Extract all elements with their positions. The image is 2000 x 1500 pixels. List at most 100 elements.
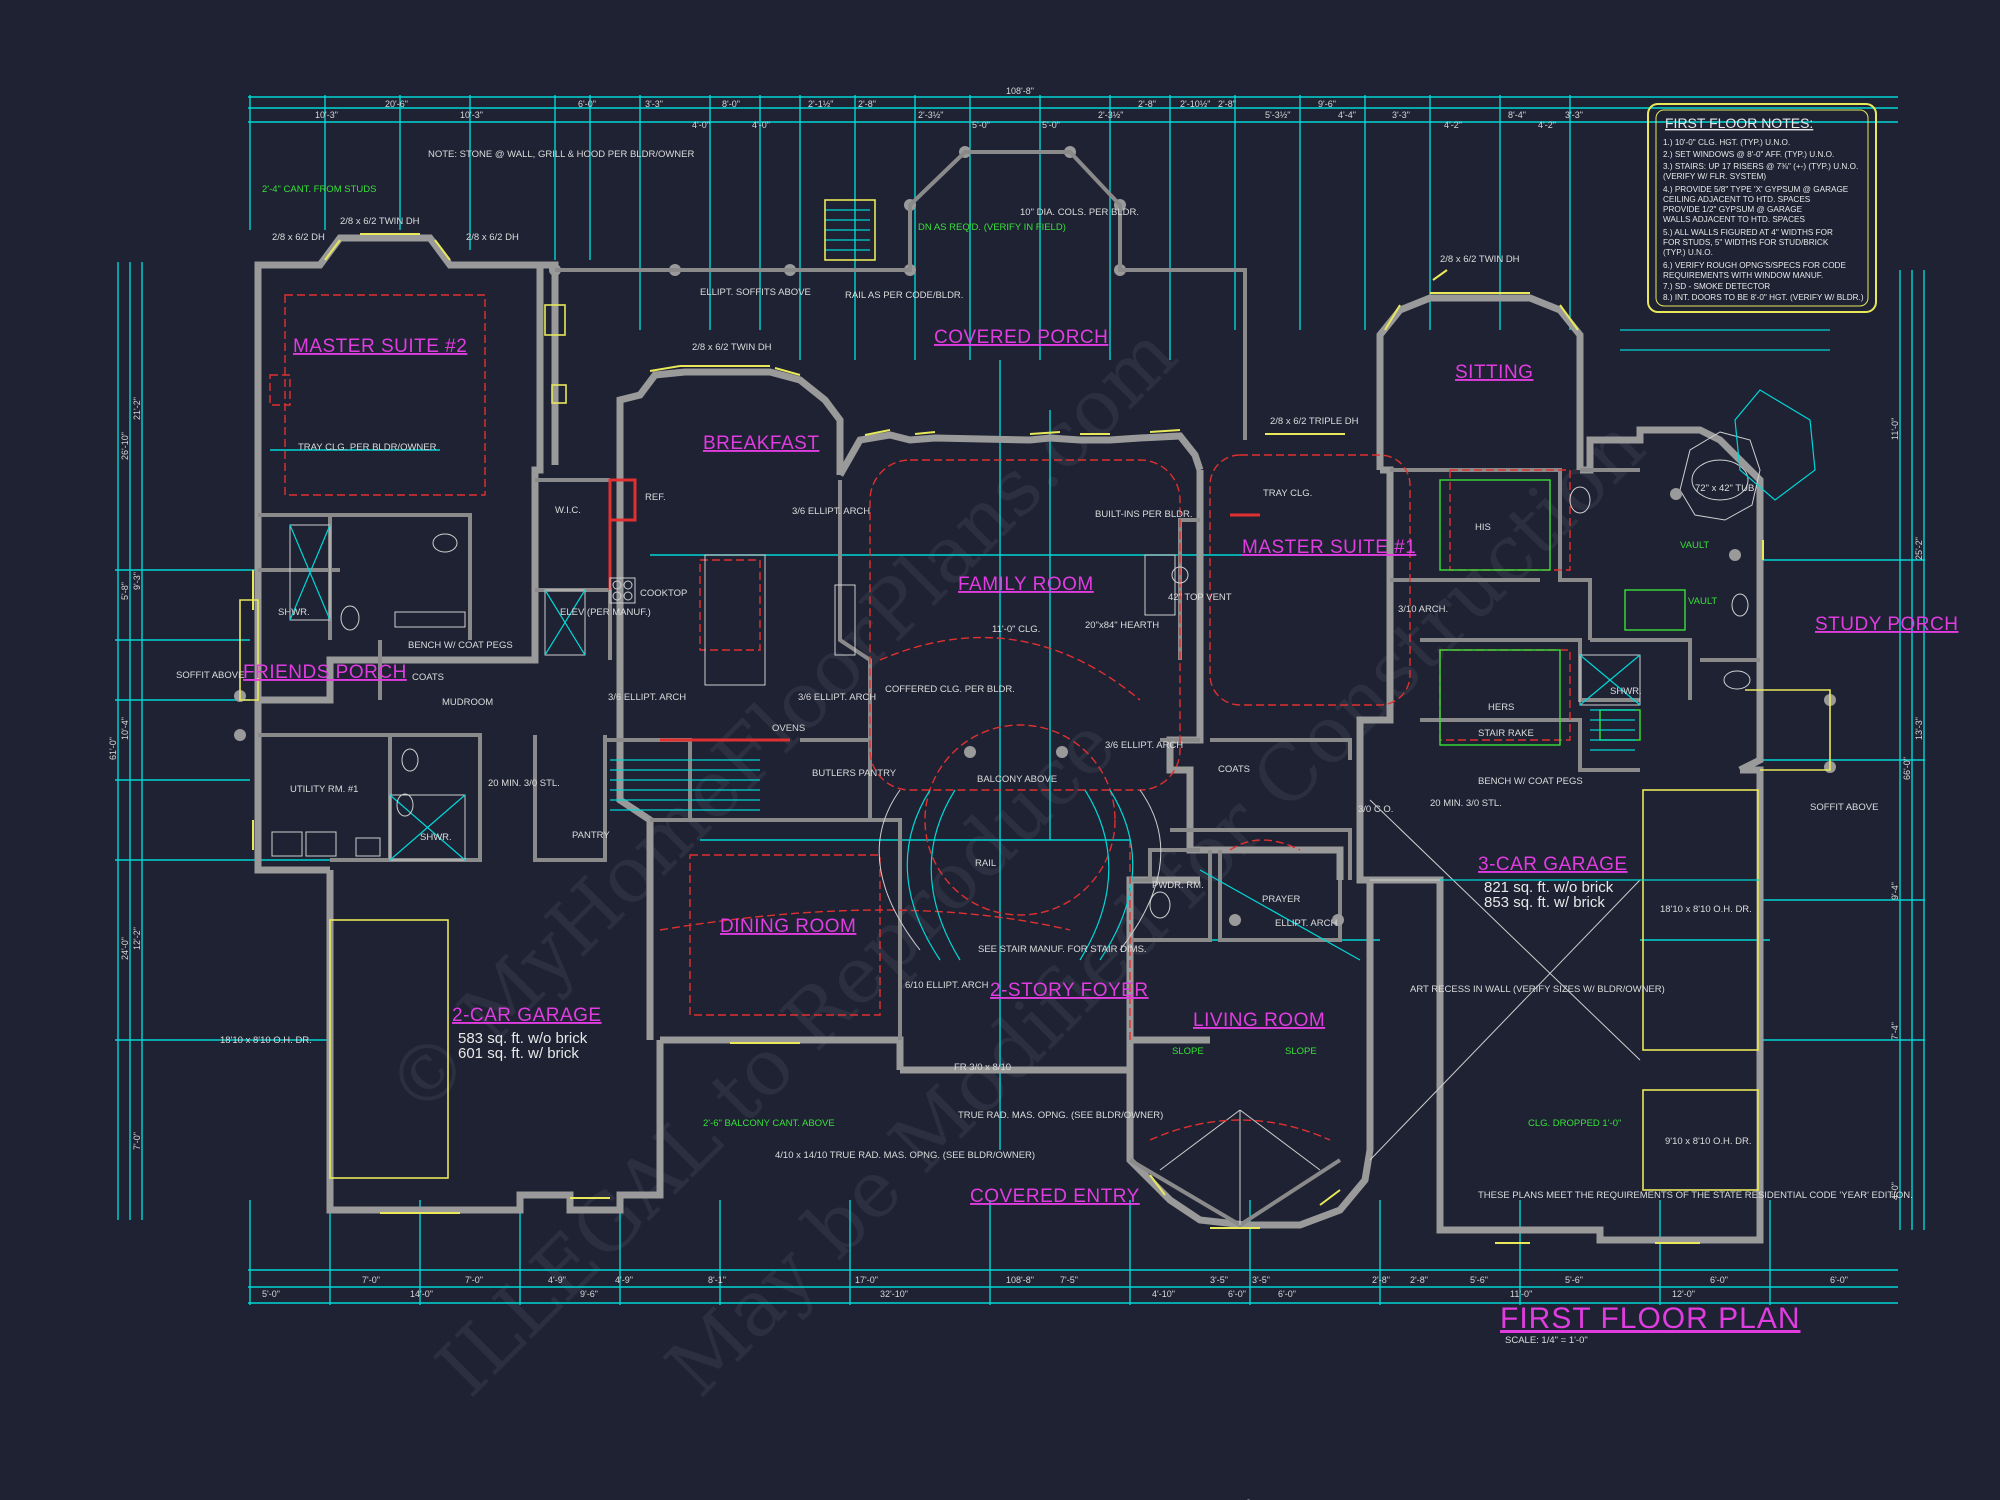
garage3-area-2: 853 sq. ft. w/ brick	[1484, 894, 1605, 911]
label-built-ins: BUILT-INS PER BLDR.	[1095, 509, 1193, 520]
label-oh-door-2car: 18'10 x 8'10 O.H. DR.	[220, 1035, 312, 1046]
dim-top-18: 9'-6"	[1318, 99, 1336, 109]
label-ellipt-arch-prayer: ELLIPT. ARCH	[1275, 918, 1337, 929]
dim-bot-11: 4'-10"	[1152, 1289, 1175, 1299]
label-ellipt-arch-3: 3/6 ELLIPT. ARCH	[1105, 740, 1183, 751]
dim-bot-4: 4'-9"	[548, 1275, 566, 1285]
label-rail-code: RAIL AS PER CODE/BLDR.	[845, 290, 963, 301]
label-shwr-2: SHWR.	[420, 832, 452, 843]
dim-top-17: 5'-3½"	[1265, 110, 1290, 120]
room-3-car-garage: 3-CAR GARAGE	[1478, 854, 1628, 875]
label-slope-1: SLOPE	[1172, 1046, 1204, 1057]
room-covered-porch: COVERED PORCH	[934, 327, 1108, 348]
dim-right-6: 4'-0"	[1890, 1182, 1900, 1200]
dim-bot-18: 5'-6"	[1470, 1275, 1488, 1285]
dim-bot-1: 14'-0"	[410, 1289, 433, 1299]
dim-top-3: 6'-0"	[578, 99, 596, 109]
note-line: 1.) 10'-0" CLG. HGT. (TYP.) U.N.O.	[1663, 138, 1790, 147]
label-balcony-cant: 2'-6" BALCONY CANT. ABOVE	[703, 1118, 835, 1129]
dim-bot-19: 11'-0"	[1510, 1289, 1532, 1299]
dim-top-16: 2'-8"	[1218, 99, 1236, 109]
dim-left-8: 7'-0"	[132, 1132, 142, 1150]
label-stone-wall-note: NOTE: STONE @ WALL, GRILL & HOOD PER BLD…	[428, 149, 695, 160]
label-front-door: FR 3/0 x 8/10	[954, 1062, 1011, 1073]
dim-left-6: 24'-0"	[120, 937, 130, 960]
room-friends-porch: FRIENDS PORCH	[243, 662, 407, 683]
dim-top-6: 8'-0"	[722, 99, 740, 109]
windows	[252, 233, 1764, 1244]
label-elevator: ELEV (PER MANUF.)	[560, 607, 651, 618]
dim-bot-21: 6'-0"	[1710, 1275, 1728, 1285]
room-sitting: SITTING	[1455, 362, 1533, 383]
dim-bot-20: 5'-6"	[1565, 1275, 1583, 1285]
label-win-triple: 2/8 x 6/2 TRIPLE DH	[1270, 416, 1359, 427]
garage2-area-2: 601 sq. ft. w/ brick	[458, 1045, 579, 1062]
dim-bot-7: 8'-1"	[708, 1275, 726, 1285]
label-ref: REF.	[645, 492, 666, 503]
label-slope-2: SLOPE	[1285, 1046, 1317, 1057]
label-ellipt-soffits: ELLIPT. SOFFITS ABOVE	[700, 287, 811, 298]
note-line: (VERIFY W/ FLR. SYSTEM)	[1663, 172, 1766, 181]
label-art-recess: ART RECESS IN WALL (VERIFY SIZES W/ BLDR…	[1410, 984, 1665, 995]
label-vault-1: VAULT	[1680, 540, 1709, 551]
plan-title: FIRST FLOOR PLAN	[1500, 1302, 1801, 1335]
label-mudroom: MUDROOM	[442, 697, 493, 708]
label-bench-mudroom: BENCH W/ COAT PEGS	[408, 640, 513, 651]
dim-right-3: 9'-4"	[1890, 882, 1900, 900]
dim-top-8: 2'-1½"	[808, 99, 833, 109]
dim-top-10: 2'-3½"	[918, 110, 943, 120]
dim-left-0: 26'-10"	[120, 432, 130, 460]
dim-bot-16: 2'-8"	[1372, 1275, 1390, 1285]
label-win-master2-left: 2/8 x 6/2 DH	[272, 232, 325, 243]
label-tray-clg-master2: TRAY CLG. PER BLDR/OWNER	[298, 442, 437, 453]
dim-bot-6: 9'-6"	[580, 1289, 598, 1299]
label-soffit-above-left: SOFFIT ABOVE	[176, 670, 244, 681]
dim-bot-10: 7'-5"	[1060, 1275, 1078, 1285]
label-code-statement: THESE PLANS MEET THE REQUIREMENTS OF THE…	[1478, 1190, 1913, 1201]
dim-top-0: 10'-3"	[315, 110, 338, 120]
room-2-car-garage: 2-CAR GARAGE	[452, 1005, 602, 1026]
note-line: CEILING ADJACENT TO HTD. SPACES	[1663, 195, 1811, 204]
dim-bot-23: 6'-0"	[1830, 1275, 1848, 1285]
label-coats-2: COATS	[1218, 764, 1250, 775]
dim-top-7: 4'-0"	[752, 120, 770, 130]
label-utility-rm: UTILITY RM. #1	[290, 784, 358, 795]
dim-right-1: 13'-3"	[1914, 717, 1924, 740]
dim-top-14: 2'-8"	[1138, 99, 1156, 109]
note-line: 8.) INT. DOORS TO BE 8'-0" HGT. (VERIFY …	[1663, 293, 1864, 302]
dim-left-5: 10'-4"	[120, 717, 130, 740]
room-2-story-foyer: 2-STORY FOYER	[990, 980, 1149, 1001]
dim-top-13: 2'-3½"	[1098, 110, 1123, 120]
dim-top-4: 3'-3"	[645, 99, 663, 109]
label-masonry-opng: 4/10 x 14/10 TRUE RAD. MAS. OPNG. (SEE B…	[775, 1150, 1035, 1161]
room-master-suite-1: MASTER SUITE #1	[1242, 537, 1416, 558]
dim-bot-17: 2'-8"	[1410, 1275, 1428, 1285]
label-win-sitting: 2/8 x 6/2 TWIN DH	[1440, 254, 1520, 265]
dim-bot-15: 6'-0"	[1278, 1289, 1296, 1299]
label-oh-door-3car-1: 18'10 x 8'10 O.H. DR.	[1660, 904, 1752, 915]
label-coats-1: COATS	[412, 672, 444, 683]
label-prayer: PRAYER	[1262, 894, 1301, 905]
label-rail: RAIL	[975, 858, 996, 869]
label-cantilever: 2'-4" CANT. FROM STUDS	[262, 184, 376, 195]
room-family-room: FAMILY ROOM	[958, 574, 1094, 595]
room-living-room: LIVING ROOM	[1193, 1010, 1325, 1031]
dim-right-5: 11'-0"	[1890, 418, 1900, 440]
label-soffit-above-right: SOFFIT ABOVE	[1810, 802, 1878, 813]
label-ovens: OVENS	[772, 723, 805, 734]
room-covered-entry: COVERED ENTRY	[970, 1186, 1140, 1207]
dim-bot-12: 3'-5"	[1210, 1275, 1228, 1285]
title-block: FIRST FLOOR PLAN SCALE: 1/4" = 1'-0"	[1500, 1302, 1801, 1346]
first-floor-notes: FIRST FLOOR NOTES: 1.) 10'-0" CLG. HGT. …	[1647, 103, 1877, 313]
label-hearth: 20"x84" HEARTH	[1085, 620, 1159, 631]
garage2-area-1: 583 sq. ft. w/o brick	[458, 1030, 588, 1047]
dim-top-23: 4'-2"	[1538, 120, 1556, 130]
dim-bot-9: 32'-10"	[880, 1289, 908, 1299]
overall-depth-left: 61'-0"	[108, 737, 118, 760]
label-arch-master1: 3/10 ARCH.	[1398, 604, 1448, 615]
fixtures	[234, 146, 1836, 1500]
dim-left-4: 9'-3"	[132, 572, 142, 590]
dim-bot-13: 6'-0"	[1228, 1289, 1246, 1299]
room-labels: MASTER SUITE #2 BREAKFAST COVERED PORCH …	[243, 327, 1958, 1207]
dim-top-5: 4'-0"	[692, 120, 710, 130]
